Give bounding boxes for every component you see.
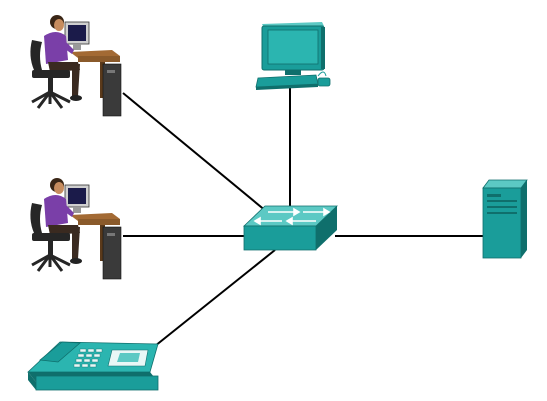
server[interactable] <box>482 179 528 259</box>
links <box>122 86 483 351</box>
person-at-desk-icon <box>30 178 122 280</box>
switch-icon <box>243 205 338 251</box>
server-tower-icon <box>482 179 528 259</box>
link-phone-switch <box>149 249 276 351</box>
computer-terminal[interactable] <box>255 22 331 90</box>
monitor-keyboard-icon <box>255 22 331 90</box>
ip-phone[interactable] <box>26 341 159 391</box>
network-switch[interactable] <box>243 205 338 251</box>
link-user1-switch <box>122 92 273 217</box>
user-workstation-1[interactable] <box>30 15 122 117</box>
phone-icon <box>26 341 159 391</box>
person-at-desk-icon <box>30 15 122 117</box>
user-workstation-2[interactable] <box>30 178 122 280</box>
